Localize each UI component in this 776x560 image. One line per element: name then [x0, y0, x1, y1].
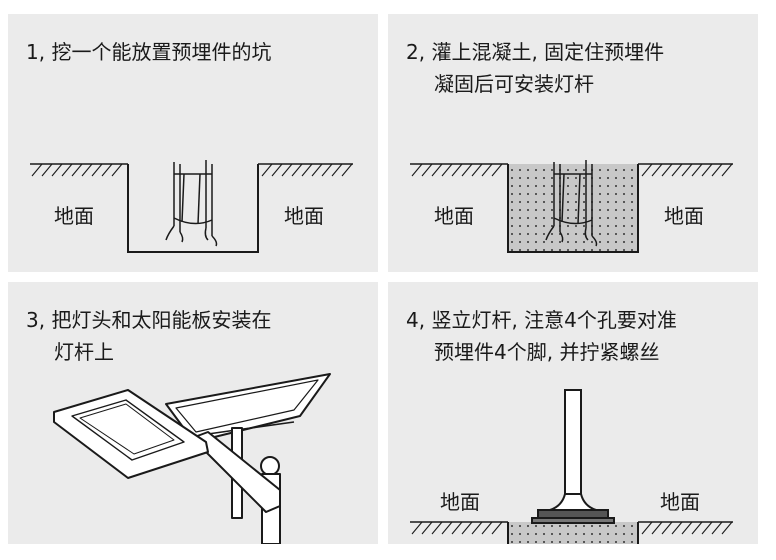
step-2-panel: 2, 灌上混凝土, 固定住预埋件 凝固后可安装灯杆: [388, 14, 758, 272]
ground-label-left: 地面: [54, 204, 94, 228]
step-4-panel: 4, 竖立灯杆, 注意4个孔要对准 预埋件4个脚, 并拧紧螺丝: [388, 282, 758, 544]
step-3-title: 3, 把灯头和太阳能板安装在 灯杆上: [26, 304, 271, 368]
ground-label-left: 地面: [440, 490, 480, 514]
sensor: [260, 456, 280, 476]
pit-diagram: [30, 160, 353, 253]
step-1-panel: 1, 挖一个能放置预埋件的坑: [8, 14, 378, 272]
step-3-line-1: 3, 把灯头和太阳能板安装在: [26, 308, 272, 332]
ground-label-right: 地面: [664, 204, 704, 228]
concrete-fill: [508, 522, 638, 544]
step-2-title: 2, 灌上混凝土, 固定住预埋件 凝固后可安装灯杆: [406, 36, 664, 100]
lamp-assembly-drawing: [53, 373, 331, 544]
step-3-line-2: 灯杆上: [54, 340, 114, 364]
concrete-diagram: [410, 160, 733, 253]
step-4-line-1: 4, 竖立灯杆, 注意4个孔要对准: [406, 308, 677, 332]
step-4-title: 4, 竖立灯杆, 注意4个孔要对准 预埋件4个脚, 并拧紧螺丝: [406, 304, 677, 368]
ground-label-left: 地面: [434, 204, 474, 228]
step-2-line-1: 2, 灌上混凝土, 固定住预埋件: [406, 40, 665, 64]
base-flange: [537, 509, 609, 519]
step-1-title: 1, 挖一个能放置预埋件的坑: [26, 36, 271, 68]
step-1-line-1: 1, 挖一个能放置预埋件的坑: [26, 40, 272, 64]
ground-label-right: 地面: [660, 490, 700, 514]
concrete-fill: [508, 164, 638, 252]
step-3-panel: 3, 把灯头和太阳能板安装在 灯杆上: [8, 282, 378, 544]
ground-label-right: 地面: [284, 204, 324, 228]
pole-base: [549, 493, 597, 511]
step-2-line-2: 凝固后可安装灯杆: [434, 72, 594, 96]
pole-install-diagram: [410, 389, 733, 544]
step-4-line-2: 预埋件4个脚, 并拧紧螺丝: [434, 340, 660, 364]
lamp-pole: [564, 389, 582, 509]
lamp-arm: [191, 431, 281, 513]
